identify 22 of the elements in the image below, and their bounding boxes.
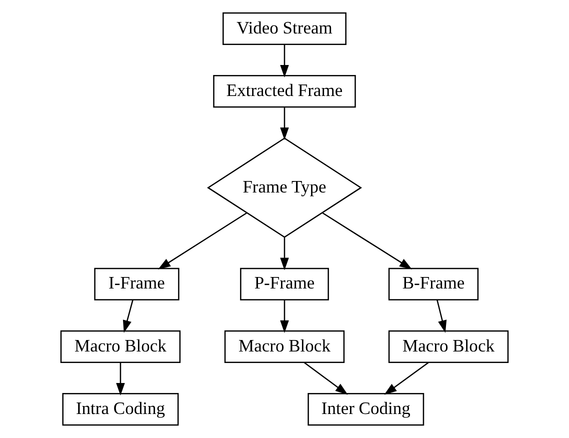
arrow — [280, 107, 289, 140]
arrow — [322, 212, 412, 270]
node-box: B-Frame — [388, 268, 479, 300]
node-box: Intra Coding — [62, 393, 179, 426]
node-box: Inter Coding — [308, 393, 424, 426]
node-box: Macro Block — [224, 330, 345, 363]
arrow — [304, 362, 348, 395]
arrow — [158, 212, 248, 270]
node-box: Macro Block — [388, 330, 509, 363]
arrow — [280, 44, 289, 78]
node-box: Macro Block — [60, 330, 181, 363]
node-diamond: Frame Type — [206, 138, 362, 238]
arrow — [280, 238, 289, 270]
arrow — [116, 362, 125, 396]
arrow — [436, 300, 447, 333]
arrow — [384, 362, 429, 395]
arrow — [122, 300, 134, 333]
node-box: P-Frame — [240, 268, 329, 300]
arrow — [280, 300, 289, 333]
node-box: Video Stream — [222, 12, 346, 45]
node-box: I-Frame — [94, 268, 180, 300]
node-box: Extracted Frame — [213, 75, 356, 108]
